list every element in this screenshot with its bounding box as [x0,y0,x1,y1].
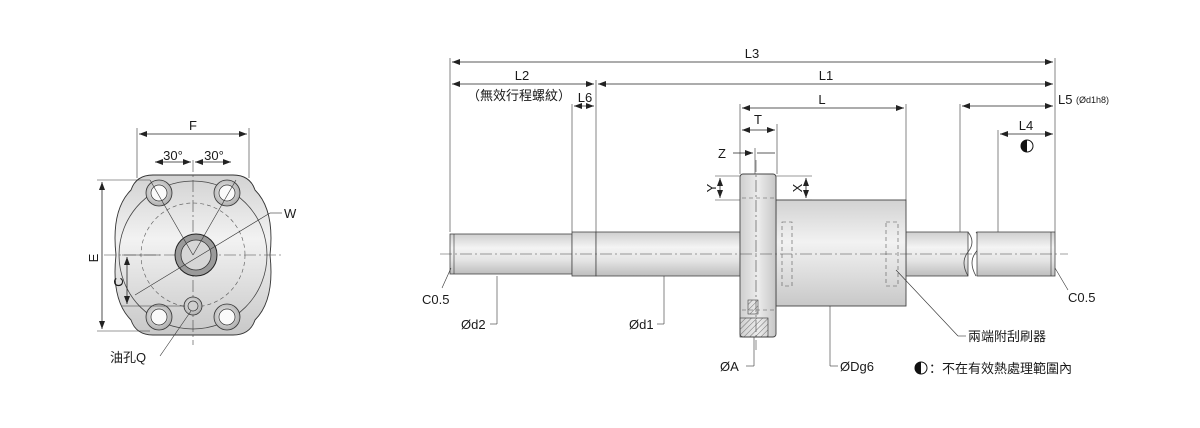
dim-L3: L3 [745,46,759,61]
dim-angle-left: 30° [163,148,183,163]
dim-L5: L5 [1058,92,1072,107]
dim-A: ØA [720,359,739,374]
dim-L5-note: (Ød1h8) [1076,95,1109,105]
nut-body [775,199,907,307]
bolt-hole-top-left [145,179,173,207]
dim-L: L [818,92,825,107]
dim-L6: L6 [578,90,592,105]
dim-d1: Ød1 [629,317,654,332]
dim-Z: Z [718,146,726,161]
flange-end-view: F 30° 30° E C W 油孔Q [86,118,297,365]
dim-F: F [189,118,197,133]
dim-chamfer-right: C0.5 [1068,290,1095,305]
dim-L1: L1 [819,68,833,83]
heat-treatment-symbol-icon [1020,139,1034,153]
bolt-hole-bottom-left [145,303,173,331]
dim-X: X [790,183,805,192]
dim-C: C [111,277,126,286]
dim-L4: L4 [1019,118,1033,133]
legend-heat-treatment-icon [914,361,928,375]
dim-L2-note: （無效行程螺紋） [467,88,571,103]
dim-d2: Ød2 [461,317,486,332]
dim-T: T [754,112,762,127]
wiper-label: 兩端附刮刷器 [968,329,1046,344]
dim-Dg6: ØDg6 [840,359,874,374]
dim-W: W [284,206,297,221]
bolt-hole-bottom-right [213,303,241,331]
bolt-hole-top-right [213,179,241,207]
ball-screw-side-view: L3 L2 L1 （無效行程螺紋） L6 L T Z Y [422,46,1109,376]
dim-L2: L2 [515,68,529,83]
oil-hole [183,296,203,316]
oil-hole-label: 油孔Q [110,350,146,365]
legend-text: ：不在有效熱處理範圍內 [929,361,1072,376]
dim-Y: Y [704,183,719,192]
flange-section-hatch [739,317,769,338]
dim-chamfer-left: C0.5 [422,292,449,307]
dim-E: E [86,253,101,262]
dim-angle-right: 30° [204,148,224,163]
